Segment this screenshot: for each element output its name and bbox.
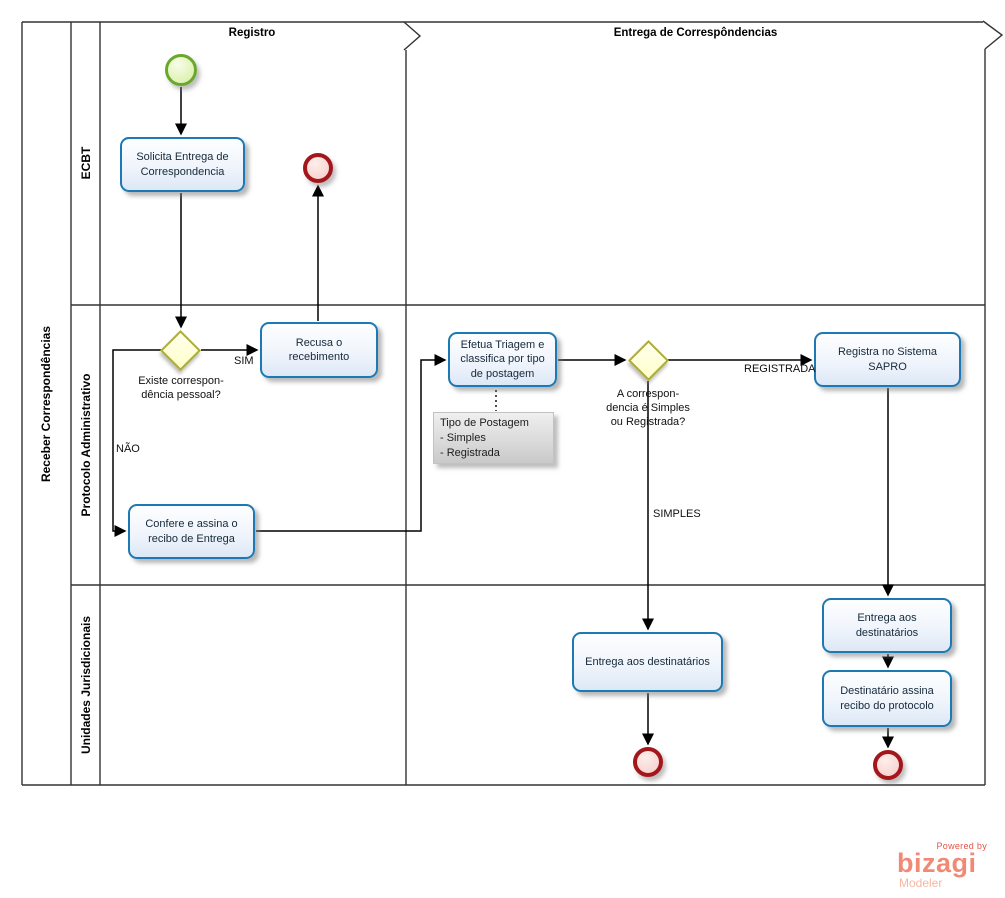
gateway-question-line: ou Registrada?	[610, 415, 686, 428]
task-label: Destinatário assina	[840, 685, 934, 698]
phase-label-registro: Registro	[228, 27, 276, 39]
task-confere-assina[interactable]: Confere e assina o recibo de Entrega	[128, 504, 255, 559]
task-label: destinatários	[855, 626, 919, 639]
task-label: Correspondencia	[140, 165, 225, 178]
start-event[interactable]	[165, 54, 197, 86]
bizagi-watermark: Powered by bizagi Modeler	[897, 841, 987, 890]
task-registra-sapro[interactable]: Registra no Sistema SAPRO	[814, 332, 961, 387]
bizagi-logo: bizagi	[897, 848, 977, 878]
end-event-simples[interactable]	[633, 747, 663, 777]
task-label: Efetua Triagem e	[460, 339, 545, 352]
task-label: recibo de Entrega	[148, 532, 235, 545]
flow-label-registrada: REGISTRADA	[744, 363, 816, 375]
task-label: recibo do protocolo	[840, 699, 934, 712]
task-label: Registra no Sistema SAPRO	[837, 346, 938, 373]
flow-label-nao: NÃO	[116, 443, 140, 455]
gateway-question-line: A correspon-	[616, 388, 680, 400]
phase-label-entrega: Entrega de Correspôndencias	[613, 27, 778, 39]
annotation-line: - Simples	[440, 431, 486, 444]
lane-label-unidades: Unidades Jurisdicionais	[79, 615, 93, 755]
task-label: de postagem	[470, 367, 535, 380]
powered-by-text: Powered by	[936, 841, 987, 851]
annotation-line: Tipo de Postagem	[440, 417, 529, 429]
flow-label-sim: SIM	[234, 355, 254, 367]
end-event-recusa[interactable]	[303, 153, 333, 183]
task-solicita-entrega[interactable]: Solicita Entrega de Correspondencia	[120, 137, 245, 192]
annotation-line: - Registrada	[440, 446, 500, 459]
flow-label-simples: SIMPLES	[653, 508, 701, 520]
task-label: Solicita Entrega de	[136, 151, 229, 164]
task-label: Entrega aos	[857, 612, 917, 625]
lane-label-protocolo: Protocolo Administrativo	[79, 373, 93, 517]
end-event-registrada[interactable]	[873, 750, 903, 780]
bizagi-modeler-text: Modeler	[899, 876, 943, 891]
flow-confere-to-efetua	[256, 354, 447, 532]
task-entrega-destinatarios-registrada[interactable]: Entrega aos destinatários	[822, 598, 952, 653]
task-label: Entrega aos destinatários	[585, 655, 710, 668]
gateway-question-line: dencia é Simples	[606, 401, 690, 414]
gateway-question-line: Existe correspon-	[138, 375, 224, 387]
task-label: Recusa o	[295, 336, 343, 349]
task-destinatario-assina[interactable]: Destinatário assina recibo do protocolo	[822, 670, 952, 727]
pool-label: Receber Correspondências	[39, 325, 53, 483]
task-label: recebimento	[288, 351, 350, 363]
task-entrega-destinatarios-simples[interactable]: Entrega aos destinatários	[572, 632, 723, 692]
phase-chevron	[403, 21, 422, 51]
flow-gateway1-nao-to-confere	[112, 349, 161, 537]
pool-border	[21, 20, 1004, 786]
gateway1-question: Existe correspon- dência pessoal?	[111, 375, 251, 403]
task-efetua-triagem[interactable]: Efetua Triagem e classifica por tipo de …	[448, 332, 557, 387]
task-recusa-recebimento[interactable]: Recusa o recebimento	[260, 322, 378, 378]
lane-label-ecbt: ECBT	[79, 146, 93, 180]
task-label: Confere e assina o	[145, 518, 238, 531]
gateway2-question: A correspon- dencia é Simples ou Registr…	[588, 388, 708, 429]
gateway-question-line: dência pessoal?	[141, 388, 221, 401]
task-label: classifica por tipo	[460, 353, 545, 366]
annotation-tipo-postagem[interactable]: Tipo de Postagem - Simples - Registrada	[433, 412, 554, 464]
